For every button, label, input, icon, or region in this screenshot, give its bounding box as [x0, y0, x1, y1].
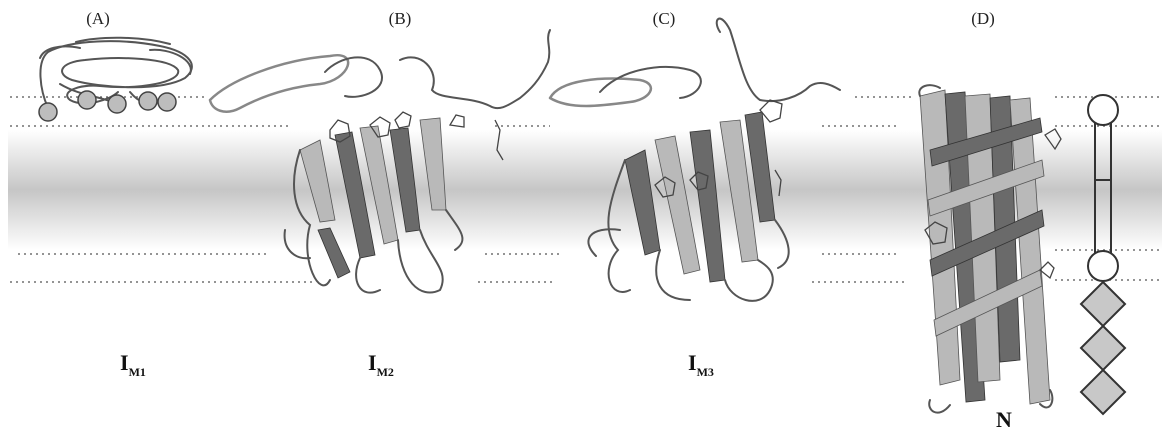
state-main-a: I [120, 350, 129, 375]
state-sub-a: M1 [129, 365, 146, 379]
state-sub-c: M3 [697, 365, 714, 379]
state-main-d: N [996, 407, 1012, 432]
diamond-domain [1081, 282, 1125, 326]
diamond-domain [1081, 370, 1125, 414]
state-main-c: I [688, 350, 697, 375]
sphere-top [1088, 95, 1118, 125]
bead [78, 91, 96, 109]
state-label-c: IM3 [688, 350, 714, 379]
panel-label-a: (A) [86, 9, 110, 28]
bead [39, 103, 57, 121]
panel-label-d: (D) [971, 9, 995, 28]
bead [139, 92, 157, 110]
state-sub-b: M2 [377, 365, 394, 379]
bead [158, 93, 176, 111]
bead [108, 95, 126, 113]
state-label-a: IM1 [120, 350, 146, 379]
diamond-domain [1081, 326, 1125, 370]
panel-label-c: (C) [653, 9, 676, 28]
state-label-b: IM2 [368, 350, 394, 379]
state-main-b: I [368, 350, 377, 375]
sphere-bottom [1088, 251, 1118, 281]
state-label-d: N [996, 407, 1012, 432]
unfolded-chain-icon [39, 38, 192, 121]
panel-label-b: (B) [389, 9, 412, 28]
